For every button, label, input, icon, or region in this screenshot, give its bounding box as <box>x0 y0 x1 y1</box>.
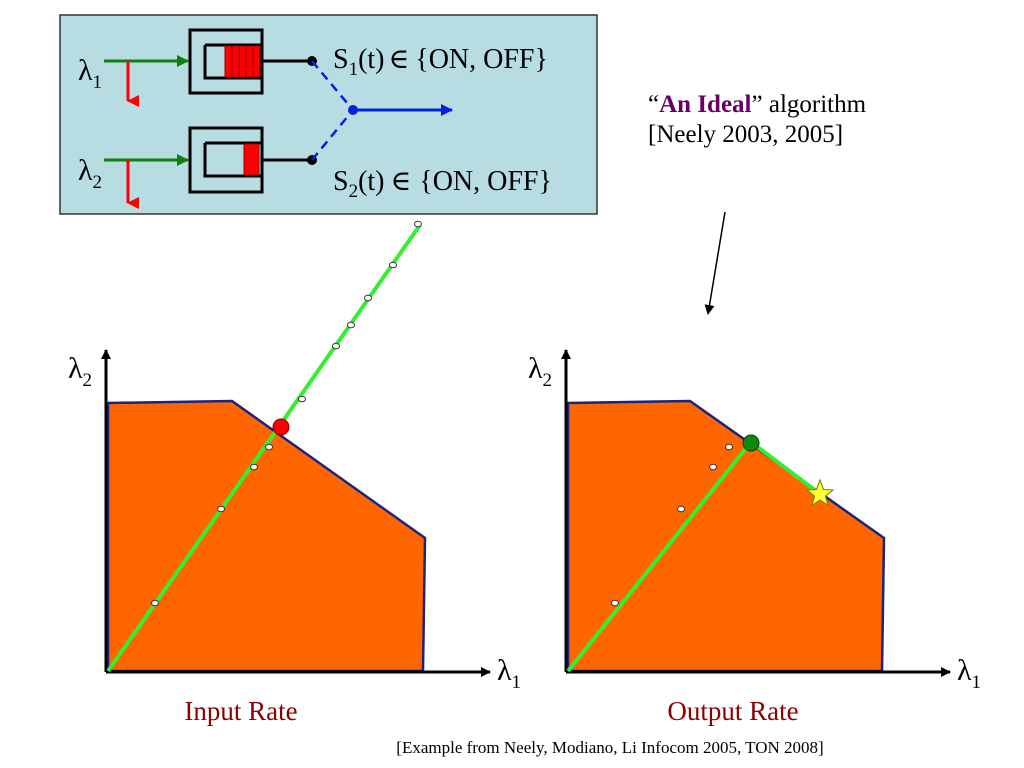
output-rate-ray <box>566 440 753 673</box>
input-sample-point <box>298 395 306 403</box>
input-sample-point <box>414 220 422 228</box>
ideal-point-star <box>805 478 835 507</box>
lambda2-input-label: λ2 <box>78 154 102 193</box>
output-y-axis-label: λ2 <box>528 352 552 391</box>
output-sample-point <box>611 599 619 607</box>
note-pointer-arrow <box>704 211 726 315</box>
queue2 <box>188 126 264 194</box>
input-sample-point <box>389 261 397 269</box>
ideal-algorithm-note: “An Ideal” algorithm [Neely 2003, 2005] <box>648 90 866 150</box>
input-sample-point <box>265 443 273 451</box>
output-boundary-marker <box>742 434 760 452</box>
input-rate-plot: λ2 λ1 Input Rate <box>68 220 521 726</box>
input-x-axis-label: λ1 <box>497 654 521 693</box>
s2-state-label: S2(t)∈{ON, OFF} <box>333 166 552 202</box>
lambda1-input-label: λ1 <box>78 54 102 93</box>
input-sample-point <box>250 463 258 471</box>
output-rate-title: Output Rate <box>667 696 798 726</box>
ideal-algorithm-line: “An Ideal” algorithm <box>648 91 867 118</box>
input-y-axis-label: λ2 <box>68 352 92 391</box>
citation: [Example from Neely, Modiano, Li Infocom… <box>396 738 824 757</box>
output-capacity-region <box>566 399 886 673</box>
input-rate-title: Input Rate <box>184 696 297 726</box>
switch2-dashed-link <box>311 109 354 161</box>
output-x-axis-label: λ1 <box>957 654 981 693</box>
input-boundary-marker <box>272 418 290 436</box>
queue2-packets <box>243 143 260 176</box>
input-sample-point <box>217 505 225 513</box>
output-sample-point <box>709 463 717 471</box>
input-sample-point <box>332 342 340 350</box>
queue1 <box>188 28 264 95</box>
input-sample-point <box>364 294 372 302</box>
output-sample-point <box>725 443 733 451</box>
input-sample-points <box>151 220 422 607</box>
output-rate-boundary-segment <box>749 440 822 496</box>
output-sample-points <box>611 443 733 607</box>
system-diagram: λ1 λ2 S1(t)∈ <box>59 14 598 215</box>
output-rate-plot: λ2 λ1 Output Rate <box>528 349 981 726</box>
switch1-dashed-link <box>311 60 354 111</box>
ideal-algorithm-reference: [Neely 2003, 2005] <box>648 121 844 148</box>
input-sample-point <box>347 321 355 329</box>
ideal-emphasis: An Ideal <box>659 91 752 118</box>
system-diagram-background <box>59 14 598 215</box>
input-sample-point <box>151 599 159 607</box>
output-sample-point <box>677 505 685 513</box>
input-capacity-region <box>106 399 427 673</box>
queue1-packets <box>224 45 261 78</box>
s1-state-label: S1(t)∈{ON, OFF} <box>333 44 548 80</box>
